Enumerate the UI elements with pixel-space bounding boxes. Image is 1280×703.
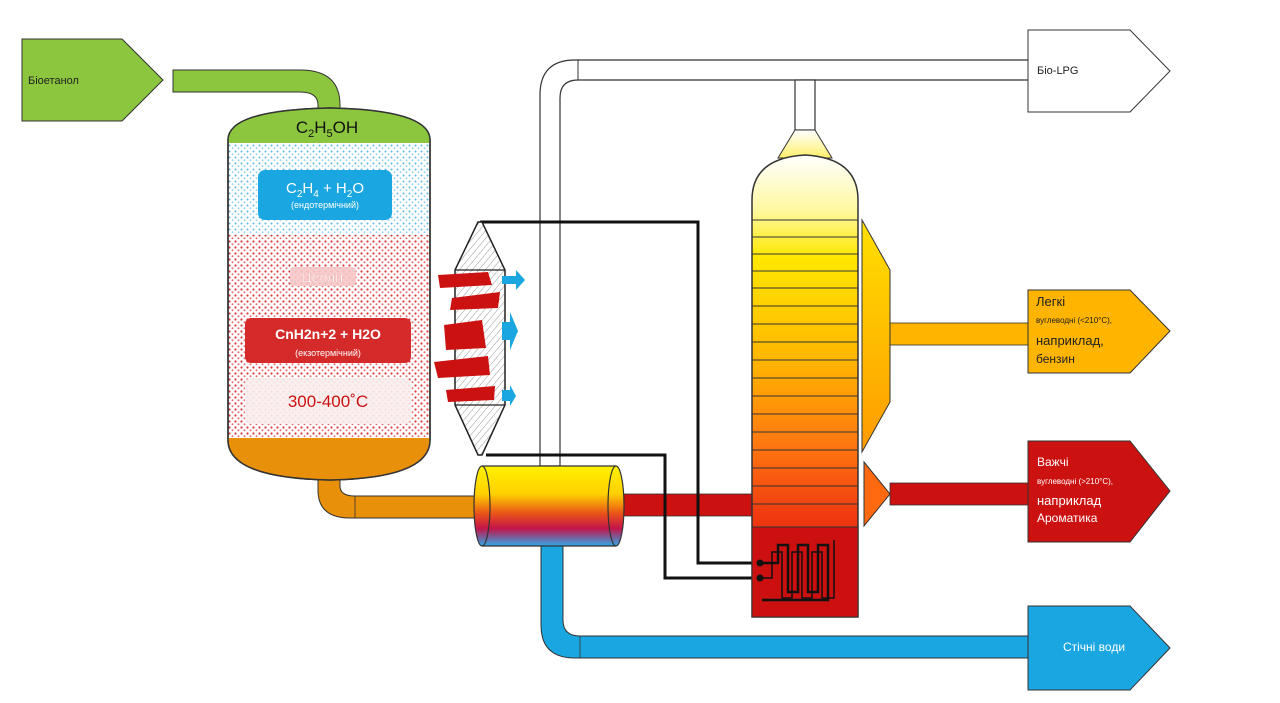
reboiler-coil: [762, 543, 830, 602]
catalyst-box: [290, 267, 356, 286]
heavy-line3: наприклад: [1037, 493, 1102, 508]
reaction2-note: (екзотермічний): [295, 348, 361, 358]
bio-lpg-label: Біо-LPG: [1037, 65, 1078, 77]
reactor-vessel: [227, 107, 431, 481]
light-product-pipe: [887, 322, 1029, 346]
light-sub: вуглеводні (<210°C),: [1036, 316, 1112, 325]
heavy-line4: Ароматика: [1037, 511, 1098, 525]
reaction1-note: (ендотермічний): [291, 200, 359, 210]
heat-input-flames: [434, 272, 500, 402]
reaction1-formula: C2H4 + H2O: [286, 180, 364, 200]
reactor-outlet-pipe: [317, 477, 481, 519]
reaction1-box: [258, 170, 392, 220]
reaction2-box: [245, 318, 411, 363]
heavy-title: Важчі: [1037, 455, 1069, 469]
hot-feed-pipe: [619, 493, 755, 517]
heavy-draw: [863, 460, 891, 528]
light-line3: наприклад,: [1036, 333, 1104, 348]
distillation-column: [751, 129, 859, 618]
bio-lpg-output-arrow: Біо-LPG: [1027, 29, 1171, 113]
heavy-sub: вуглеводні (>210°C),: [1037, 477, 1113, 486]
reactor-formula-ethanol: C2H5OH: [296, 118, 358, 140]
side-collector: [861, 218, 891, 454]
bioethanol-input-arrow: Біоетанол: [21, 38, 164, 122]
light-hydrocarbons-output-arrow: Легкі вуглеводні (<210°C), наприклад, бе…: [1027, 289, 1171, 374]
separator-drum: [473, 465, 625, 547]
column-vapor-pipe: [794, 79, 816, 131]
heat-loop-outer: [480, 220, 760, 565]
heavy-product-pipe: [889, 482, 1029, 506]
reaction2-formula: CnH2n+2 + H2O: [275, 326, 381, 342]
wastewater-label: Стічні води: [1063, 640, 1125, 654]
light-title: Легкі: [1036, 294, 1065, 309]
cooling-arrows: [502, 270, 525, 406]
temperature-box: [245, 378, 411, 424]
temperature-label: 300-400˚C: [288, 392, 368, 411]
heavy-hydrocarbons-output-arrow: Важчі вуглеводні (>210°C), наприклад Аро…: [1027, 440, 1171, 543]
wastewater-output-arrow: Стічні води: [1027, 605, 1171, 691]
light-line4: бензин: [1036, 352, 1075, 366]
bioethanol-label: Біоетанол: [28, 75, 79, 87]
heat-loop-inner: [486, 453, 760, 580]
catalyst-label: Цеоліт: [301, 269, 345, 285]
